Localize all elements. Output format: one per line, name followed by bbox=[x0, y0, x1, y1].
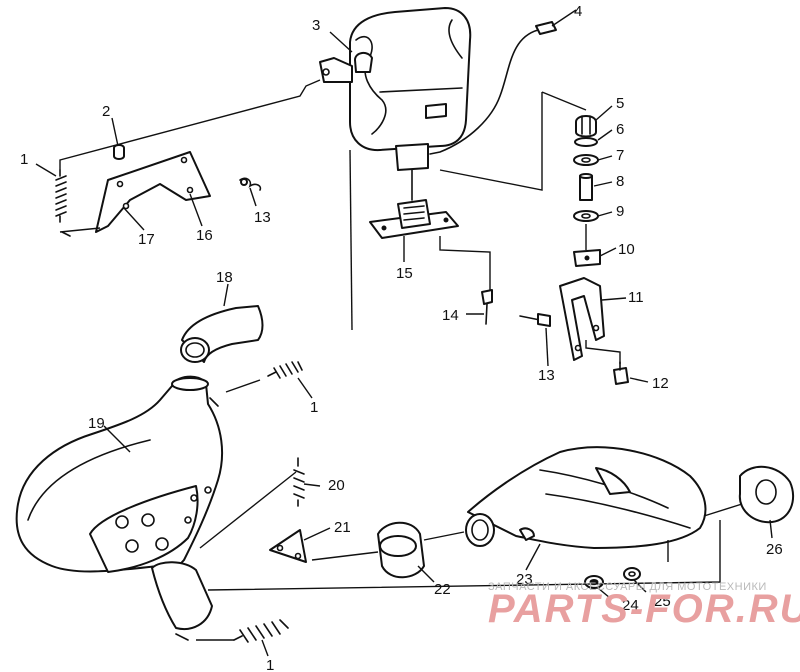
callout-1-middle: 1 bbox=[310, 399, 318, 416]
triangle-plate bbox=[269, 529, 307, 563]
callout-5: 5 bbox=[616, 95, 624, 112]
callout-13-right: 13 bbox=[538, 367, 555, 384]
spring-1-middle bbox=[267, 361, 303, 379]
callout-26: 26 bbox=[766, 541, 783, 558]
elbow-tube bbox=[180, 305, 264, 363]
callout-22: 22 bbox=[434, 581, 451, 598]
callout-labels: 1 2 3 4 5 6 7 8 9 10 11 12 13 13 14 15 1… bbox=[20, 3, 783, 672]
callout-1-bottom: 1 bbox=[266, 657, 274, 672]
callout-20: 20 bbox=[328, 477, 345, 494]
callout-18: 18 bbox=[216, 269, 233, 286]
callout-14: 14 bbox=[442, 307, 459, 324]
upper-left-bracket bbox=[95, 144, 262, 233]
callout-7: 7 bbox=[616, 147, 624, 164]
silencer-box bbox=[319, 7, 472, 201]
callout-6: 6 bbox=[616, 121, 624, 138]
callout-3: 3 bbox=[312, 17, 320, 34]
callout-17: 17 bbox=[138, 231, 155, 248]
callout-8: 8 bbox=[616, 173, 624, 190]
callout-pointers bbox=[35, 9, 773, 657]
watermark-brand: PARTS-FOR.RU bbox=[488, 587, 800, 631]
callout-13-top: 13 bbox=[254, 209, 271, 226]
fastener-stack bbox=[573, 115, 599, 222]
bolt-12 bbox=[613, 361, 629, 385]
screw-14 bbox=[481, 289, 493, 325]
sensor-wire bbox=[429, 21, 557, 155]
callout-9: 9 bbox=[616, 203, 624, 220]
callout-23: 23 bbox=[516, 571, 533, 588]
bracket-11 bbox=[559, 277, 605, 361]
callout-2: 2 bbox=[102, 103, 110, 120]
cone-grommet bbox=[377, 521, 425, 579]
spring-1-bottom bbox=[233, 619, 289, 643]
muffler bbox=[465, 446, 707, 549]
callout-10: 10 bbox=[618, 241, 635, 258]
callout-25: 25 bbox=[654, 593, 671, 610]
callout-12: 12 bbox=[652, 375, 669, 392]
gasket-26 bbox=[738, 465, 795, 524]
washer-25 bbox=[623, 567, 641, 581]
spring-1-top bbox=[55, 169, 71, 237]
callout-24: 24 bbox=[622, 597, 639, 614]
spring-20 bbox=[293, 457, 305, 507]
assembly-lines bbox=[59, 79, 743, 641]
expansion-chamber bbox=[15, 375, 224, 641]
callout-11: 11 bbox=[628, 289, 644, 306]
nut-24 bbox=[584, 575, 604, 589]
callout-16: 16 bbox=[196, 227, 213, 244]
callout-21: 21 bbox=[334, 519, 351, 536]
clip-10 bbox=[573, 249, 601, 267]
callout-15: 15 bbox=[396, 265, 413, 282]
screw-13-right bbox=[519, 313, 551, 327]
callout-1-top: 1 bbox=[20, 151, 28, 168]
callout-19: 19 bbox=[88, 415, 105, 432]
watermark-caption: ЗАПЧАСТИ И АКСЕССУАРЫ ДЛЯ МОТОТЕХНИКИ bbox=[488, 581, 767, 593]
watermark: ЗАПЧАСТИ И АКСЕССУАРЫ ДЛЯ МОТОТЕХНИКИ PA… bbox=[488, 581, 800, 631]
mount-plate bbox=[369, 199, 459, 239]
callout-4: 4 bbox=[574, 3, 582, 20]
